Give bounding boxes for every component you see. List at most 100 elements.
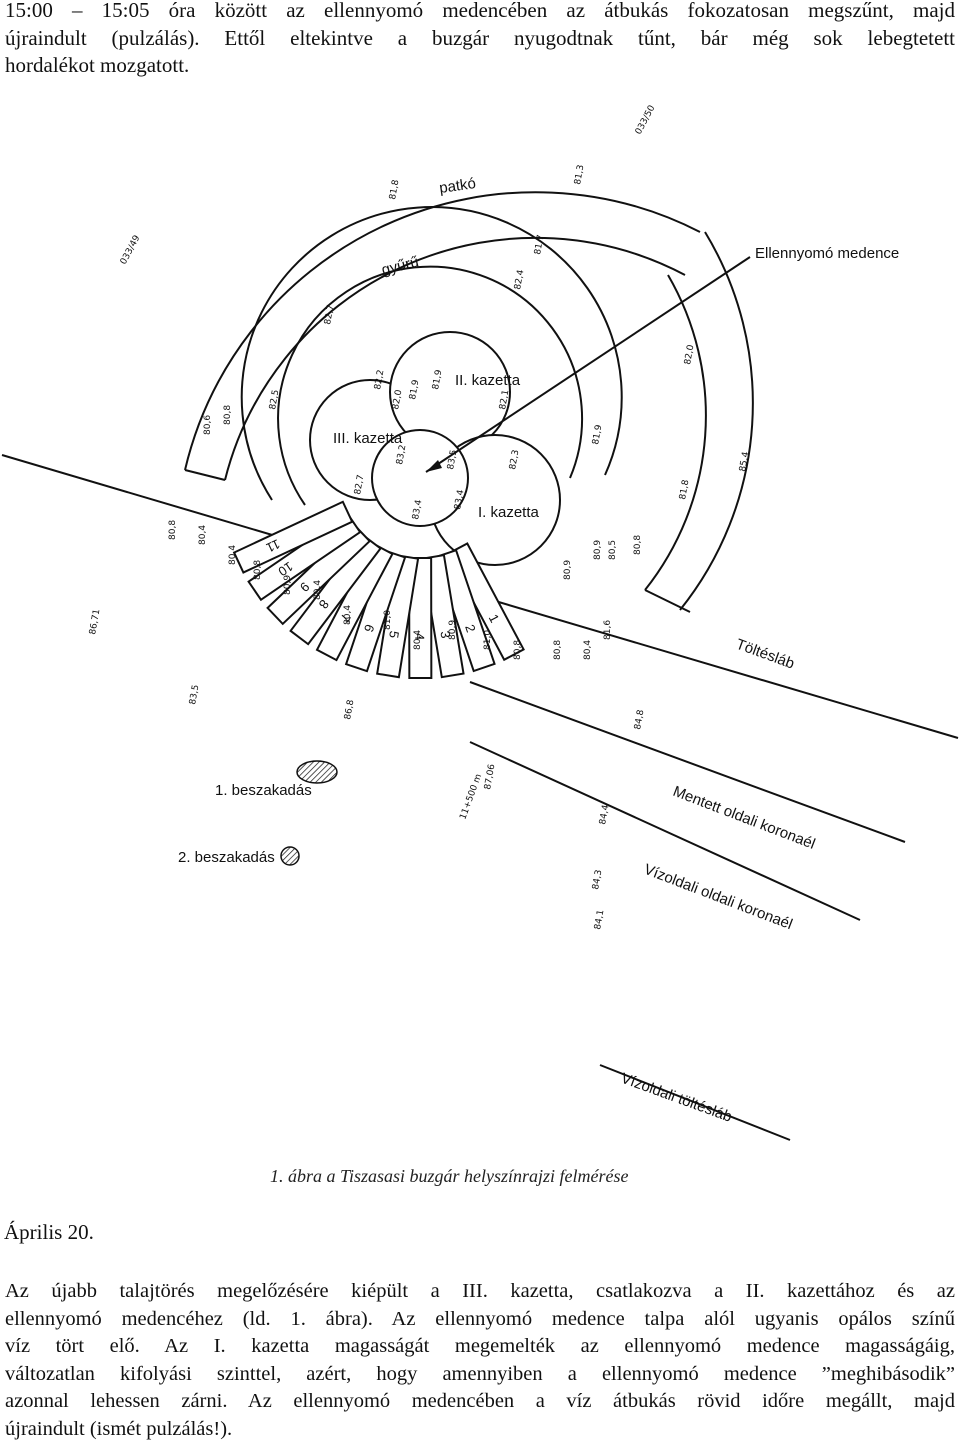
body-line: ellennyomó medencéhez (ld. 1. ábra). Az … [5, 1307, 955, 1330]
elevation-label: 80,4 [583, 640, 593, 660]
elevation-label: 81,0 [483, 630, 493, 650]
patko-outer-arc [184, 191, 701, 471]
gyuru-inner [277, 265, 584, 506]
body-line: változatlan kifolyási szinttel, azért, h… [5, 1362, 955, 1385]
elevation-label: 80,8 [553, 640, 563, 660]
elevation-label: 81,9 [591, 424, 604, 446]
elevation-label: 81,7 [533, 234, 546, 255]
elevation-label: 81,9 [408, 379, 421, 401]
point-033-50: 033/50 [634, 104, 658, 137]
label-ellennyomo: Ellennyomó medence [755, 245, 899, 262]
beszakadas-1-mark [296, 760, 338, 784]
elevation-group: 81,8 81,3 81,7 82,0 82,4 81,8 82,7 82,5 82,2 81,9… [88, 164, 751, 930]
segment-number: 6 [361, 622, 378, 634]
elevation-label: 80,8 [223, 405, 233, 425]
elevation-label: 80,9 [283, 575, 293, 595]
elevation-label: 81,9 [431, 369, 444, 391]
elevation-label: 86,71 [88, 608, 102, 635]
elevation-label: 82,3 [508, 449, 521, 470]
segment-7: 7 [315, 542, 394, 662]
elevation-label: 80,8 [513, 640, 523, 660]
elevation-label: 83,5 [188, 684, 201, 705]
elevation-label: 82,5 [268, 389, 281, 410]
intro-line: hordalékot mozgatott. [5, 53, 190, 77]
elevation-label: 81,8 [678, 479, 691, 501]
elevation-label: 81,0 [383, 610, 393, 630]
elevation-label: 82,2 [373, 369, 386, 390]
elevation-label: 81,6 [603, 620, 613, 640]
point-033-49: 033/49 [119, 234, 143, 267]
elevation-label: 84,4 [598, 804, 611, 826]
patko-inner-arc [224, 236, 686, 481]
center-pool-circle [371, 429, 469, 527]
elevation-label: 80,5 [608, 540, 618, 560]
label-tolteslab: Töltésláb [734, 636, 797, 673]
elevation-label: 82,7 [323, 304, 336, 325]
body-paragraph: Az újabb talajtörés megelőzésére kiépült… [5, 1278, 955, 1443]
beszakadas-2-mark [280, 846, 300, 866]
label-beszakadas-2: 2. beszakadás [178, 849, 275, 866]
label-kazetta-1: I. kazetta [478, 504, 540, 521]
station-label: 11+500 m [458, 773, 484, 821]
elevation-label: 80,4 [228, 545, 238, 565]
elevation-label: 87,06 [483, 763, 497, 790]
elevation-label: 80,4 [413, 630, 423, 650]
label-mentett: Mentett oldali koronaél [671, 783, 818, 853]
elevation-label: 82,4 [513, 269, 526, 291]
patko-right-outer [679, 231, 754, 611]
elevation-label: 84,8 [633, 709, 646, 731]
elevation-label: 80,6 [203, 415, 213, 435]
elevation-label: 80,9 [563, 560, 573, 580]
elevation-label: 86,8 [343, 699, 356, 721]
body-line: újraindult (ismét pulzálás!). [5, 1417, 233, 1440]
elevation-label: 80,9 [593, 540, 603, 560]
gyuru-outer [240, 206, 623, 501]
elevation-label: 81,8 [388, 179, 401, 201]
elevation-label: 83,4 [411, 499, 424, 521]
segment-number: 2 [462, 623, 479, 635]
elevation-label: 80,8 [633, 535, 643, 555]
elevation-label: 84,1 [593, 909, 606, 930]
date-heading: Április 20. [4, 1220, 94, 1244]
elevation-label: 82,0 [683, 344, 696, 366]
figure-caption: 1. ábra a Tiszasasi buzgár helyszínrajzi… [270, 1166, 629, 1186]
elevation-label: 83,5 [446, 449, 459, 470]
elevation-label: 80,8 [253, 560, 263, 580]
intro-paragraph: 15:00 – 15:05 óra között az ellennyomó m… [5, 0, 955, 80]
vizoldali-koronael-line [469, 741, 861, 921]
label-beszakadas-1: 1. beszakadás [215, 782, 312, 799]
elevation-label: 80,8 [168, 520, 178, 540]
mentett-koronael-line [469, 681, 906, 843]
label-gyuru: gyűrű [380, 253, 421, 279]
segment-number: 10 [275, 559, 295, 580]
segment-number: 5 [386, 630, 402, 640]
elevation-label: 80,4 [313, 580, 323, 600]
segment-number: 4 [412, 633, 427, 640]
elevation-label: 82,0 [391, 389, 404, 411]
patko-right-inner [644, 274, 707, 591]
label-kazetta-3: III. kazetta [333, 430, 403, 447]
intro-line: 15:00 – 15:05 óra között az ellennyomó m… [5, 0, 955, 22]
elevation-label: 82,7 [353, 474, 366, 495]
body-line: víz tört elő. Az I. kazetta magasságát m… [5, 1335, 955, 1357]
body-line: Az újabb talajtörés megelőzésére kiépült… [5, 1280, 955, 1302]
segment-11: 11 [232, 500, 354, 574]
label-vizoldali-korona: Vízoldali oldali koronaél [642, 861, 795, 933]
segment-number: 3 [437, 630, 453, 640]
elevation-label: 80,9 [448, 620, 458, 640]
label-kazetta-2: II. kazetta [455, 372, 521, 389]
label-vizoldali-toltes: Vízoldali töltésláb [619, 1070, 735, 1126]
elevation-label: 82,1 [498, 389, 511, 410]
elevation-label: 84,3 [591, 869, 604, 890]
elevation-label: 83,2 [395, 444, 408, 465]
elevation-label: 80,4 [198, 525, 208, 545]
intro-line: újraindult (pulzálás). Ettől eltekintve … [5, 25, 955, 50]
elevation-label: 85,4 [738, 451, 751, 473]
elevation-label: 81,3 [573, 164, 586, 185]
vizoldali-tolteslab-line [599, 1064, 791, 1141]
label-patko: patkó [438, 175, 477, 197]
elevation-label: 80,4 [343, 605, 353, 625]
